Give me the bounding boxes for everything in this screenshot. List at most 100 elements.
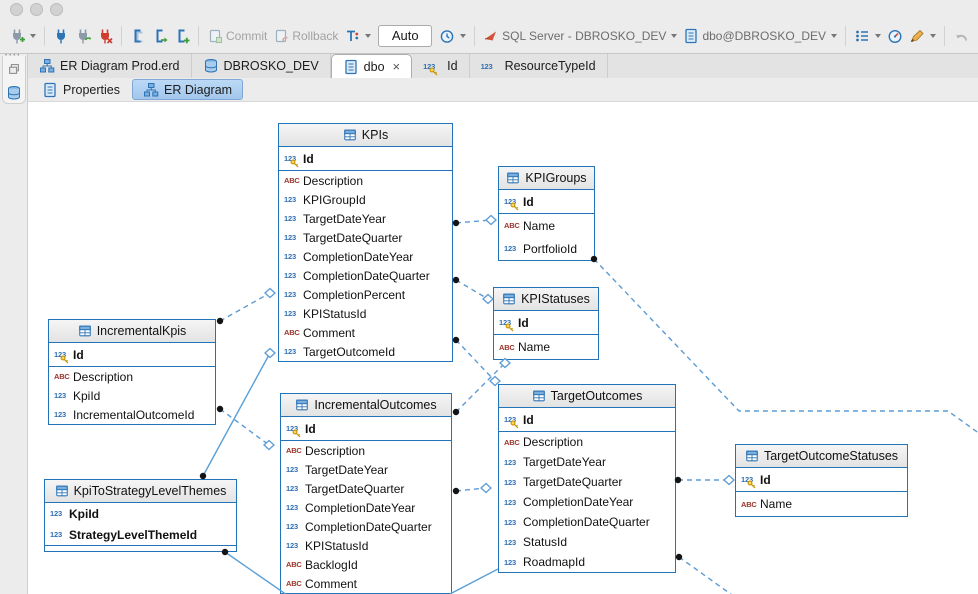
relationship-line-KPIs-KPIStatuses[interactable]	[455, 279, 489, 300]
relationship-line-IncrementalOutcomes-TargetOutcomes[interactable]	[455, 487, 487, 492]
close-window-button[interactable]	[10, 3, 23, 16]
subtab-properties[interactable]: Properties	[32, 79, 130, 100]
relationship-line-TargetOutcomes-offscreen[interactable]	[678, 556, 732, 594]
rollback-button[interactable]: Rollback	[270, 26, 341, 46]
relationship-line-TargetOutcomes-offscreen-left[interactable]	[448, 568, 499, 594]
relationship-line-KpiToStrategyLevelThemes-offscreen[interactable]	[224, 551, 287, 594]
format-button[interactable]	[906, 26, 939, 46]
tab-er-diagram-prod-erd[interactable]: ER Diagram Prod.erd	[28, 54, 192, 78]
commit-mode-combo[interactable]: Auto	[378, 24, 433, 47]
close-tab-icon[interactable]: ×	[392, 59, 401, 74]
new-sql-editor-button[interactable]	[171, 26, 193, 46]
string-type-icon: ABC	[504, 221, 520, 230]
tab-dbo[interactable]: dbo×	[330, 54, 413, 78]
entity-header[interactable]: IncrementalKpis	[49, 320, 215, 343]
entity-header[interactable]: TargetOutcomes	[499, 385, 675, 408]
entity-header[interactable]: KpiToStrategyLevelThemes	[45, 480, 236, 503]
entity-header[interactable]: TargetOutcomeStatuses	[736, 445, 907, 468]
reconnect-button[interactable]	[72, 26, 94, 46]
sql-console-button[interactable]	[149, 26, 171, 46]
connection-selector[interactable]: SQL Server - DBROSKO_DEV	[480, 26, 680, 46]
dashboard-button[interactable]	[884, 26, 906, 46]
database-navigator-button[interactable]	[6, 84, 22, 102]
undo-button[interactable]	[950, 26, 972, 46]
tab-dbrosko-dev[interactable]: DBROSKO_DEV	[192, 54, 331, 78]
entity-header[interactable]: KPIGroups	[499, 167, 594, 190]
schema-selector[interactable]: dbo@DBROSKO_DEV	[680, 26, 840, 46]
entity-header[interactable]: KPIStatuses	[494, 288, 598, 311]
minimize-window-button[interactable]	[30, 3, 43, 16]
relationship-line-IncrementalKpis-IncrementalOutcomes[interactable]	[219, 408, 270, 446]
zoom-window-button[interactable]	[50, 3, 63, 16]
relationship-line-KPIs-TargetOutcomes[interactable]	[455, 339, 496, 382]
many-end-dot	[452, 336, 460, 344]
restore-view-button[interactable]	[7, 60, 21, 78]
relationship-line-KPIs-KPIGroups[interactable]	[455, 219, 492, 224]
subtab-er-diagram[interactable]: ER Diagram	[131, 79, 244, 100]
disconnect-button[interactable]	[94, 26, 116, 46]
transaction-log-button[interactable]	[436, 26, 469, 46]
connect-button[interactable]	[50, 26, 72, 46]
transaction-mode-button[interactable]	[341, 26, 374, 46]
entity-header[interactable]: IncrementalOutcomes	[281, 394, 451, 417]
entity-header[interactable]: KPIs	[279, 124, 452, 147]
sql-editor-button[interactable]	[127, 26, 149, 46]
relationship-line-IncrementalKpis-KPIs[interactable]	[219, 292, 271, 322]
commit-button[interactable]: Commit	[204, 26, 270, 46]
new-connection-button[interactable]	[6, 26, 39, 46]
result-orientation-button[interactable]	[851, 26, 884, 46]
